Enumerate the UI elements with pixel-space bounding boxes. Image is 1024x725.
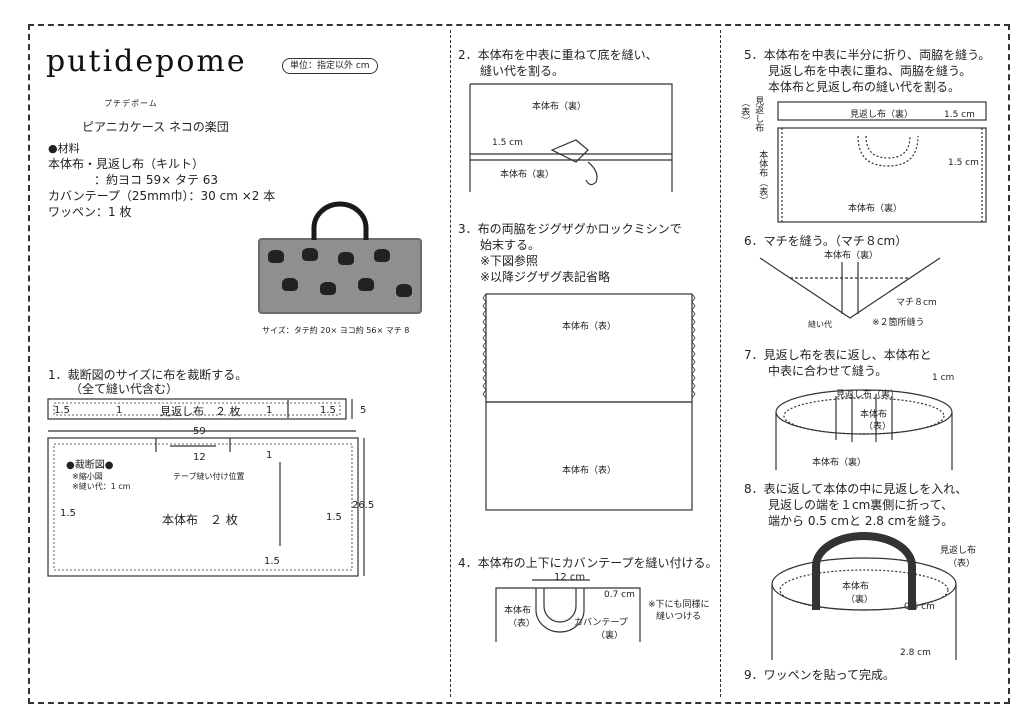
fabric-label: 本体布（裏） — [532, 102, 587, 112]
dim-label: 1.5 cm — [944, 110, 975, 120]
material-line: カバンテープ（25mm巾）：30 cm ×2 本 — [48, 189, 276, 203]
step3-note: ※下図参照 — [480, 254, 539, 268]
dim-label: 1.5 cm — [492, 138, 523, 148]
step5-body — [777, 127, 987, 223]
step8-title: 8．表に返して本体の中に見返しを入れ、 — [744, 482, 968, 496]
step3-fabric-bottom — [485, 401, 693, 511]
fabric-label: 本体布 — [842, 582, 870, 592]
fabric-label: 見返し布（裏） — [850, 110, 914, 120]
step4-fabric — [495, 587, 641, 642]
main-fabric-label: 本体布 ２ 枚 — [162, 513, 238, 527]
height-label: 26.5 — [352, 500, 375, 511]
dim-label: 0.7 cm — [604, 590, 635, 600]
seam-label: 1.5 — [326, 512, 342, 523]
step1-title: 1．裁断図のサイズに布を裁断する。 — [48, 368, 248, 382]
dim-label: 2.8 cm — [900, 648, 931, 658]
step4-note: 縫いつける — [656, 612, 702, 622]
step5-facing — [777, 101, 987, 121]
tape-loop — [543, 588, 577, 623]
product-title: ピアニカケース ネコの楽団 — [82, 120, 229, 134]
diagram-note: ※縮小図 — [72, 472, 103, 481]
step3-title-2: 始末する。 — [480, 238, 541, 252]
fabric-label: （表） — [757, 178, 768, 205]
dim-label: マチ８cm — [896, 298, 937, 308]
material-line: ：約ヨコ 59× タテ 63 — [94, 173, 219, 187]
fabric-label: 本体布（表） — [562, 466, 617, 476]
fabric-label: 本体布（裏） — [824, 251, 879, 261]
step2-fabric — [470, 83, 673, 192]
fabric-label: （表） — [739, 98, 750, 125]
step7-title-2: 中表に合わせて縫う。 — [768, 364, 888, 378]
step4-note: ※下にも同様に — [648, 600, 710, 610]
dim-label: 1 — [116, 405, 123, 416]
step6-note: ※２箇所縫う — [872, 318, 925, 328]
main-fabric-rect — [47, 437, 359, 577]
bag-handle — [812, 532, 916, 610]
dim-label: 12 cm — [554, 572, 586, 583]
step5-title-3: 本体布と見返し布の縫い代を割る。 — [768, 80, 961, 94]
seam-label: 縫い代 — [808, 320, 832, 329]
fabric-label: 見返し布 — [753, 96, 764, 132]
dim-label: 1 — [266, 405, 273, 416]
step2-title-2: 縫い代を割る。 — [480, 64, 565, 78]
iron-icon — [550, 139, 589, 163]
fabric-label: （裏） — [846, 595, 874, 605]
step8-title-3: 端から 0.5 cmと 2.8 cmを縫う。 — [768, 514, 954, 528]
seam-label: 1.5 — [264, 556, 280, 567]
step9-title: 9．ワッペンを貼って完成。 — [744, 668, 896, 682]
step2-title: 2．本体布を中表に重ねて底を縫い、 — [458, 48, 658, 62]
tape-label: （裏） — [596, 631, 624, 641]
diagram-heading: ●裁断図● — [66, 460, 114, 471]
step1-note: （全て縫い代含む） — [70, 382, 179, 396]
materials-heading: ●材料 — [48, 142, 80, 155]
dashed-border — [28, 24, 1010, 704]
tape-label: カバンテープ — [574, 618, 628, 628]
unit-badge: 単位：指定以外 cm — [282, 58, 378, 74]
brand-logo: putidepome — [46, 44, 247, 79]
step5-title-2: 見返し布を中表に重ね、両脇を縫う。 — [768, 64, 972, 78]
step5-title: 5．本体布を中表に半分に折り、両脇を縫う。 — [744, 48, 991, 62]
size-caption: サイズ：タテ約 20× ヨコ約 56× マチ 8 — [262, 326, 410, 335]
fabric-label: 見返し布 — [940, 546, 977, 556]
brand-kana: プチデポーム — [104, 99, 158, 108]
fabric-label: 本体布（裏） — [812, 458, 867, 468]
fabric-label: 本体布 — [757, 150, 768, 177]
material-line: 本体布・見返し布（キルト） — [48, 157, 205, 171]
diagram-note: ※縫い代：1 cm — [72, 482, 131, 491]
dim-label: 1 cm — [932, 373, 955, 383]
step6-title: 6．マチを縫う。（マチ８cm） — [744, 234, 908, 248]
dim-label: 5 — [360, 405, 367, 416]
step7-title: 7．見返し布を表に返し、本体布と — [744, 348, 932, 362]
step3-title: 3．布の両脇をジグザグかロックミシンで — [458, 222, 682, 236]
dim-label: 1.5 — [54, 405, 70, 416]
step4-title: 4．本体布の上下にカバンテープを縫い付ける。 — [458, 556, 718, 570]
step8-title-2: 見返しの端を１cm裏側に折って、 — [768, 498, 954, 512]
tape-dim-label: 12 — [193, 452, 206, 463]
dim-label: 0.5 cm — [904, 602, 935, 612]
facing-strip-rect — [47, 398, 347, 420]
fabric-label: 本体布 — [504, 606, 532, 616]
dim-label: 1.5 cm — [948, 158, 979, 168]
seam-label: 1.5 — [60, 508, 76, 519]
fabric-label: 本体布（裏） — [500, 170, 555, 180]
fabric-label: 見返し布（裏） — [836, 390, 900, 400]
fabric-label: 本体布（裏） — [848, 204, 903, 214]
seam-label: 1 — [266, 450, 273, 461]
column-divider — [720, 30, 721, 697]
fabric-label: （表） — [864, 422, 892, 432]
fabric-label: 本体布（表） — [562, 322, 617, 332]
product-photo — [258, 238, 422, 314]
step3-note: ※以降ジグザグ表記省略 — [480, 270, 611, 284]
column-divider — [450, 30, 451, 697]
dim-label: 1.5 — [320, 405, 336, 416]
fabric-label: （表） — [948, 559, 976, 569]
fabric-label: 本体布 — [860, 410, 888, 420]
tape-position-label: テープ縫い付け位置 — [173, 472, 245, 481]
fabric-label: （表） — [508, 619, 536, 629]
material-line: ワッペン：1 枚 — [48, 205, 132, 219]
